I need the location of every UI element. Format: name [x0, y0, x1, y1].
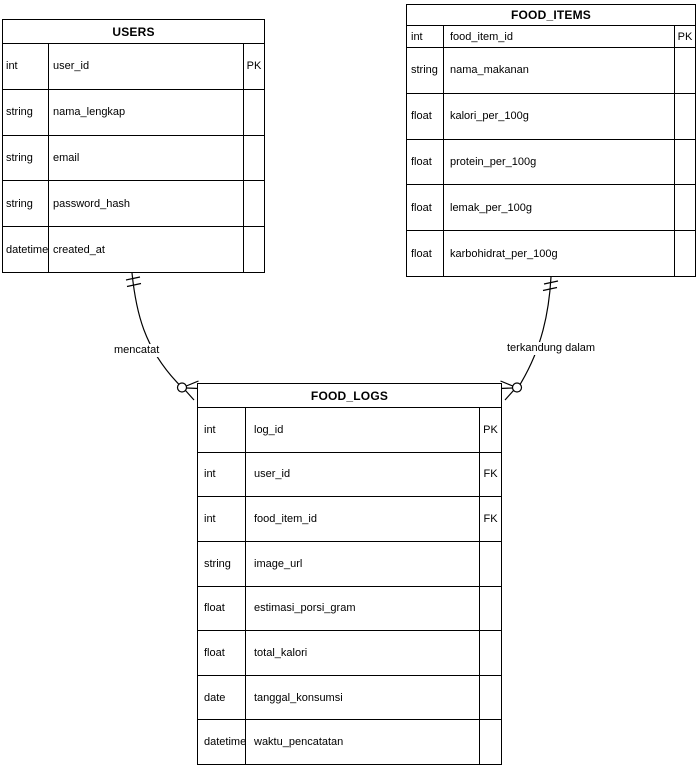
field-name: lemak_per_100g — [444, 185, 675, 231]
field-name: estimasi_porsi_gram — [246, 586, 480, 631]
field-key — [480, 720, 501, 764]
field-key: PK — [677, 30, 693, 43]
field-name: created_at — [49, 227, 244, 272]
field-type: int — [198, 497, 246, 541]
cardinality-one-tick — [125, 276, 141, 281]
field-name: image_url — [246, 541, 480, 586]
field-key: FK — [483, 513, 498, 526]
field-name: tanggal_konsumsi — [246, 675, 480, 720]
cardinality-zero-circle — [511, 382, 523, 393]
field-name: user_id — [49, 44, 244, 89]
field-key — [480, 542, 501, 586]
field-key — [244, 90, 264, 135]
field-type: datetime — [3, 227, 49, 272]
field-key — [675, 185, 695, 230]
field-key: PK — [483, 423, 498, 436]
field-key: FK — [483, 468, 498, 481]
relationship-label-terkandung-dalam: terkandung dalam — [505, 342, 598, 355]
table-row: string nama_lengkap — [3, 89, 264, 136]
field-name: email — [49, 135, 244, 181]
field-type: date — [198, 675, 246, 720]
cardinality-zero-circle — [176, 382, 188, 393]
relationship-mencatat — [125, 272, 200, 401]
table-row: float protein_per_100g — [407, 139, 695, 186]
field-key — [675, 94, 695, 139]
field-type: float — [407, 185, 444, 231]
table-row: int log_id PK — [198, 408, 501, 453]
field-type: string — [407, 48, 444, 93]
table-row: float lemak_per_100g — [407, 185, 695, 232]
table-row: float kalori_per_100g — [407, 93, 695, 140]
relationship-mencatat-line — [131, 272, 180, 385]
field-name: waktu_pencatatan — [246, 720, 480, 764]
field-key — [244, 181, 264, 226]
entity-food-logs-title: FOOD_LOGS — [198, 384, 501, 408]
field-type: string — [3, 89, 49, 135]
table-row: float total_kalori — [198, 631, 501, 676]
field-name: kalori_per_100g — [444, 93, 675, 139]
entity-food-items-title: FOOD_ITEMS — [407, 5, 695, 26]
table-row: string email — [3, 135, 264, 182]
field-name: nama_makanan — [444, 48, 675, 93]
relationship-terkandung-dalam-line — [519, 276, 552, 385]
table-row: float estimasi_porsi_gram — [198, 586, 501, 632]
field-type: int — [407, 26, 444, 47]
field-type: float — [407, 93, 444, 139]
field-name: food_item_id — [444, 26, 675, 47]
field-type: float — [198, 631, 246, 675]
field-name: food_item_id — [246, 497, 480, 541]
field-name: karbohidrat_per_100g — [444, 231, 675, 276]
table-row: date tanggal_konsumsi — [198, 675, 501, 721]
table-row: string image_url — [198, 541, 501, 587]
field-key — [244, 227, 264, 272]
table-row: float karbohidrat_per_100g — [407, 231, 695, 276]
field-type: int — [3, 44, 49, 89]
field-type: float — [198, 586, 246, 631]
table-row: int user_id FK — [198, 452, 501, 498]
entity-food-logs: FOOD_LOGS int log_id PK int user_id FK i… — [197, 383, 502, 765]
field-type: string — [3, 135, 49, 181]
entity-food-items: FOOD_ITEMS int food_item_id PK string na… — [406, 4, 696, 277]
field-key — [675, 231, 695, 276]
cardinality-one-tick — [543, 280, 559, 285]
field-type: float — [407, 139, 444, 185]
field-key — [675, 48, 695, 93]
entity-users: USERS int user_id PK string nama_lengkap… — [2, 19, 265, 273]
relationship-label-mencatat: mencatat — [112, 344, 162, 357]
entity-users-title: USERS — [3, 20, 264, 44]
cardinality-one-tick — [542, 286, 558, 292]
field-key — [480, 587, 501, 631]
relationship-terkandung-dalam — [499, 276, 559, 401]
field-name: password_hash — [49, 181, 244, 227]
table-row: int user_id PK — [3, 44, 264, 90]
field-name: protein_per_100g — [444, 139, 675, 185]
field-type: float — [407, 231, 444, 276]
field-type: datetime — [198, 720, 246, 764]
table-row: string password_hash — [3, 181, 264, 228]
table-row: datetime waktu_pencatatan — [198, 720, 501, 764]
crow-foot-icon — [499, 380, 514, 401]
field-name: user_id — [246, 452, 480, 497]
field-type: int — [198, 408, 246, 452]
field-type: int — [198, 452, 246, 497]
field-key — [480, 676, 501, 720]
field-key — [244, 136, 264, 181]
field-name: total_kalori — [246, 631, 480, 675]
field-type: string — [198, 541, 246, 586]
table-row: int food_item_id PK — [407, 26, 695, 48]
table-row: int food_item_id FK — [198, 497, 501, 542]
field-key: PK — [246, 60, 262, 73]
table-row: datetime created_at — [3, 227, 264, 272]
field-name: log_id — [246, 408, 480, 452]
field-key — [480, 631, 501, 675]
field-name: nama_lengkap — [49, 89, 244, 135]
field-type: string — [3, 181, 49, 227]
field-key — [675, 140, 695, 185]
cardinality-one-tick — [126, 282, 142, 288]
table-row: string nama_makanan — [407, 48, 695, 94]
